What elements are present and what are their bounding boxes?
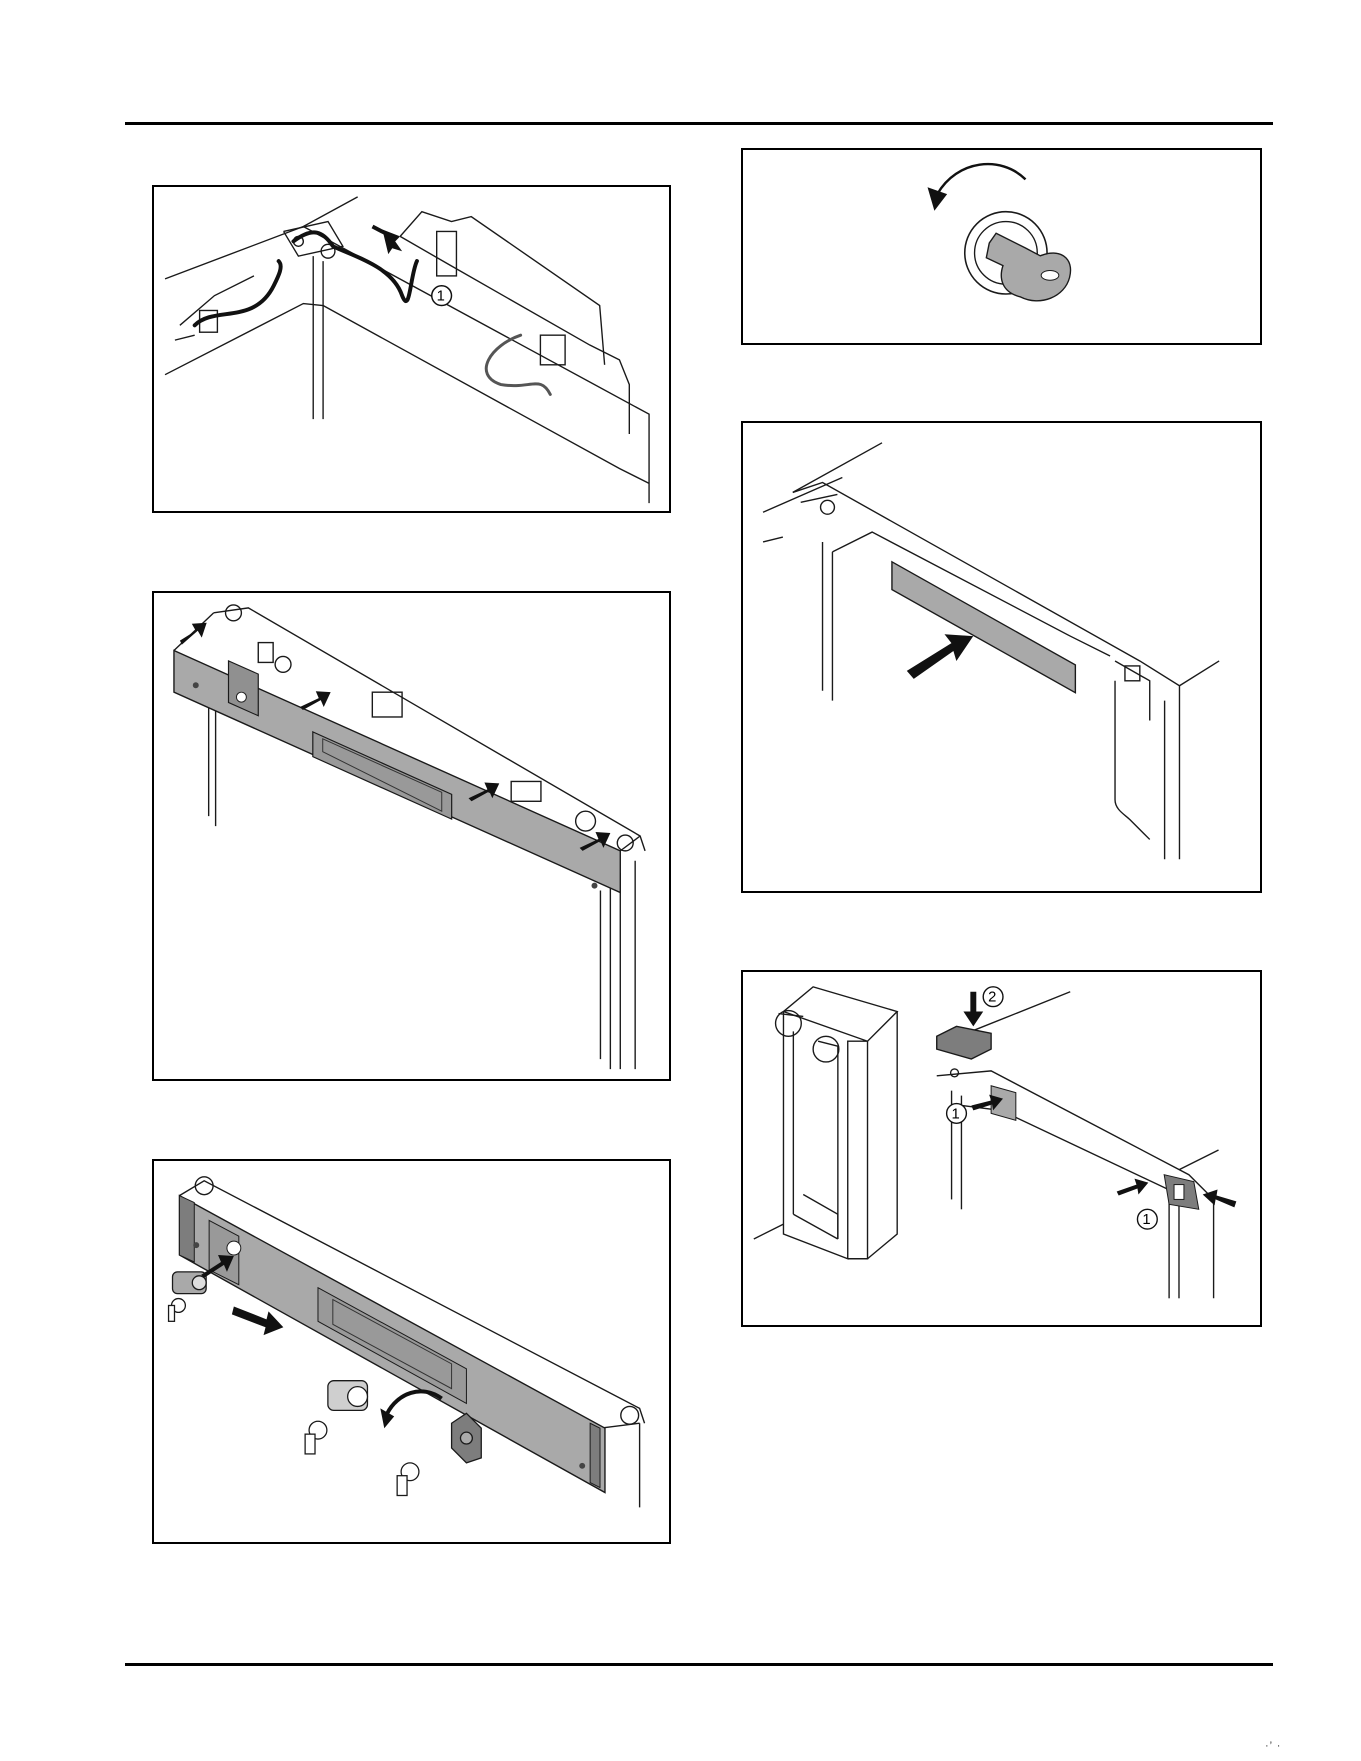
hinge-cap [937, 1026, 991, 1059]
figure-panel-insert [741, 421, 1262, 893]
callout-2: 2 [983, 987, 1003, 1007]
figure-retainer-removal [152, 1159, 671, 1544]
figure-key-turn-drawing [743, 150, 1260, 343]
callout-1: 1 [1137, 1209, 1157, 1229]
figure-panel-insert-drawing [743, 423, 1260, 891]
figure-cover-panel-attach [152, 591, 671, 1081]
figure-key-turn [741, 148, 1262, 345]
figure-retainer-removal-drawing [154, 1161, 669, 1542]
header-rule [125, 122, 1273, 125]
callout-number: 1 [437, 289, 445, 305]
figure-cover-panel-drawing [154, 593, 669, 1079]
footer-rule [125, 1663, 1273, 1666]
callout-1: 1 [947, 1104, 967, 1124]
callout-number: 1 [952, 1106, 960, 1122]
callout-number: 2 [988, 990, 996, 1006]
callout-number: 1 [1142, 1212, 1150, 1228]
figure-hinge-cover-clips-drawing: 2 1 1 [743, 972, 1260, 1325]
figure-cable-connection: 1 [152, 185, 671, 513]
figure-cable-connection-drawing: 1 [154, 187, 669, 511]
footer-mark: ·’ · [1265, 1740, 1281, 1752]
figure-hinge-cover-clips: 2 1 1 [741, 970, 1262, 1327]
